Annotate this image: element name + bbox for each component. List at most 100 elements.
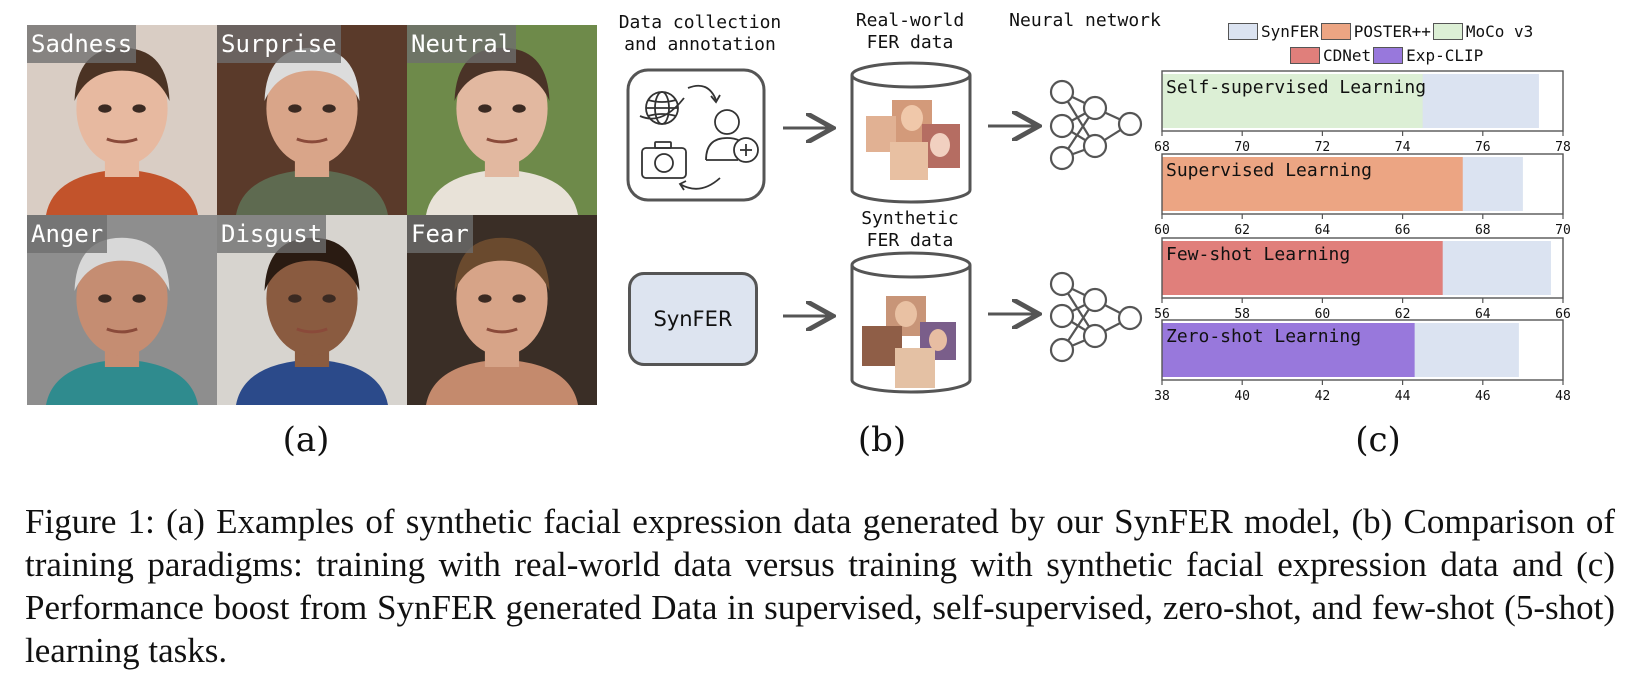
eye	[132, 104, 146, 113]
mouth	[106, 137, 138, 144]
eye	[288, 104, 302, 113]
shoulders	[426, 169, 578, 215]
globe-icon	[639, 91, 685, 125]
face-thumbnail	[890, 142, 928, 180]
face-thumbnail	[895, 301, 917, 327]
cycle-arrows-icon	[678, 84, 721, 191]
neural-network-icon	[1049, 271, 1143, 363]
mouth	[486, 137, 518, 144]
expression-label: Fear	[407, 215, 473, 253]
x-tick-label: 74	[1395, 140, 1411, 155]
face-thumbnail	[895, 348, 935, 388]
face-image: Sadness	[27, 25, 217, 215]
face-image: Anger	[27, 215, 217, 405]
face-shape	[456, 51, 548, 166]
camera-icon	[641, 141, 687, 179]
legend-item: CDNet	[1290, 46, 1371, 65]
x-tick-label: 76	[1475, 140, 1491, 155]
synthetic-database-icon	[850, 251, 972, 394]
x-tick-label: 62	[1234, 223, 1250, 238]
x-tick-label: 62	[1395, 307, 1411, 322]
hair	[454, 237, 550, 291]
x-tick-label: 68	[1475, 223, 1491, 238]
bar-moco-v3	[1162, 74, 1423, 128]
x-tick-label: 64	[1315, 223, 1331, 238]
x-tick-label: 58	[1234, 307, 1250, 322]
expression-label: Neutral	[407, 25, 517, 63]
face-image: Fear	[407, 215, 597, 405]
mouth	[106, 327, 138, 334]
x-tick-label: 48	[1555, 389, 1571, 404]
eye	[98, 294, 112, 303]
shoulders	[46, 169, 198, 215]
face-shape	[76, 241, 168, 356]
x-tick-label: 78	[1555, 140, 1571, 155]
eye	[322, 294, 336, 303]
eye	[512, 104, 526, 113]
x-tick-label: 38	[1154, 389, 1170, 404]
synfer-model-box: SynFER	[628, 272, 758, 366]
bar-cdnet	[1162, 241, 1443, 295]
collection-title: Data collection and annotation	[618, 12, 782, 55]
bar-poster-	[1162, 157, 1463, 211]
face-thumbnail	[930, 133, 950, 157]
figure: Sadness Surprise Neutral Anger Disgust F…	[27, 10, 1571, 460]
x-tick-label: 44	[1395, 389, 1411, 404]
network-title: Neural network	[1009, 10, 1161, 31]
eye	[512, 294, 526, 303]
real-database-icon	[850, 61, 972, 204]
face-thumbnail	[901, 105, 923, 131]
legend-swatch	[1432, 23, 1463, 40]
figure-caption: Figure 1: (a) Examples of synthetic faci…	[25, 502, 1615, 670]
legend-item: SynFER	[1228, 22, 1319, 41]
expression-label: Surprise	[217, 25, 341, 63]
bar-exp-clip	[1162, 323, 1415, 377]
x-tick-label: 72	[1315, 140, 1331, 155]
mouth	[296, 327, 328, 334]
x-tick-label: 60	[1315, 307, 1331, 322]
face-shape	[456, 241, 548, 356]
x-tick-label: 56	[1154, 307, 1170, 322]
panel-b-label: (b)	[857, 420, 907, 460]
face-shape	[266, 51, 358, 166]
x-tick-label: 46	[1475, 389, 1491, 404]
x-tick-label: 66	[1395, 223, 1411, 238]
eye	[132, 294, 146, 303]
chart-title: Few-shot Learning	[1166, 244, 1350, 265]
legend-swatch	[1290, 47, 1320, 64]
x-tick-label: 70	[1555, 223, 1571, 238]
face-shape	[76, 51, 168, 166]
eye	[478, 294, 492, 303]
legend-item: Exp-CLIP	[1373, 46, 1483, 65]
shoulders	[236, 359, 388, 405]
x-tick-label: 42	[1315, 389, 1331, 404]
chart-frame	[1161, 237, 1564, 299]
face-shape	[266, 241, 358, 356]
face-image: Surprise	[217, 25, 407, 215]
legend-item: MoCo v3	[1432, 22, 1533, 41]
shoulders	[236, 169, 388, 215]
x-tick-label: 60	[1154, 223, 1170, 238]
synthetic-data-title: Synthetic FER data	[861, 208, 959, 251]
user-add-icon	[705, 109, 759, 163]
chart-frame	[1161, 70, 1564, 132]
face-thumbnail	[929, 329, 947, 351]
shoulders	[46, 359, 198, 405]
real-data-title: Real-world FER data	[855, 10, 965, 53]
shoulders	[426, 359, 578, 405]
x-tick-label: 64	[1475, 307, 1491, 322]
legend-swatch	[1228, 23, 1258, 40]
x-tick-label: 66	[1555, 307, 1571, 322]
legend-item: POSTER++	[1320, 22, 1431, 41]
x-tick-label: 40	[1234, 389, 1250, 404]
eye	[98, 104, 112, 113]
chart-title: Self-supervised Learning	[1166, 77, 1426, 98]
chart-title: Zero-shot Learning	[1166, 326, 1361, 347]
neural-network-icon	[1049, 79, 1143, 171]
panel-c-label: (c)	[1355, 420, 1401, 460]
x-tick-label: 68	[1154, 140, 1170, 155]
expression-label: Disgust	[217, 215, 327, 253]
legend-swatch	[1320, 23, 1351, 40]
mouth	[486, 327, 518, 334]
